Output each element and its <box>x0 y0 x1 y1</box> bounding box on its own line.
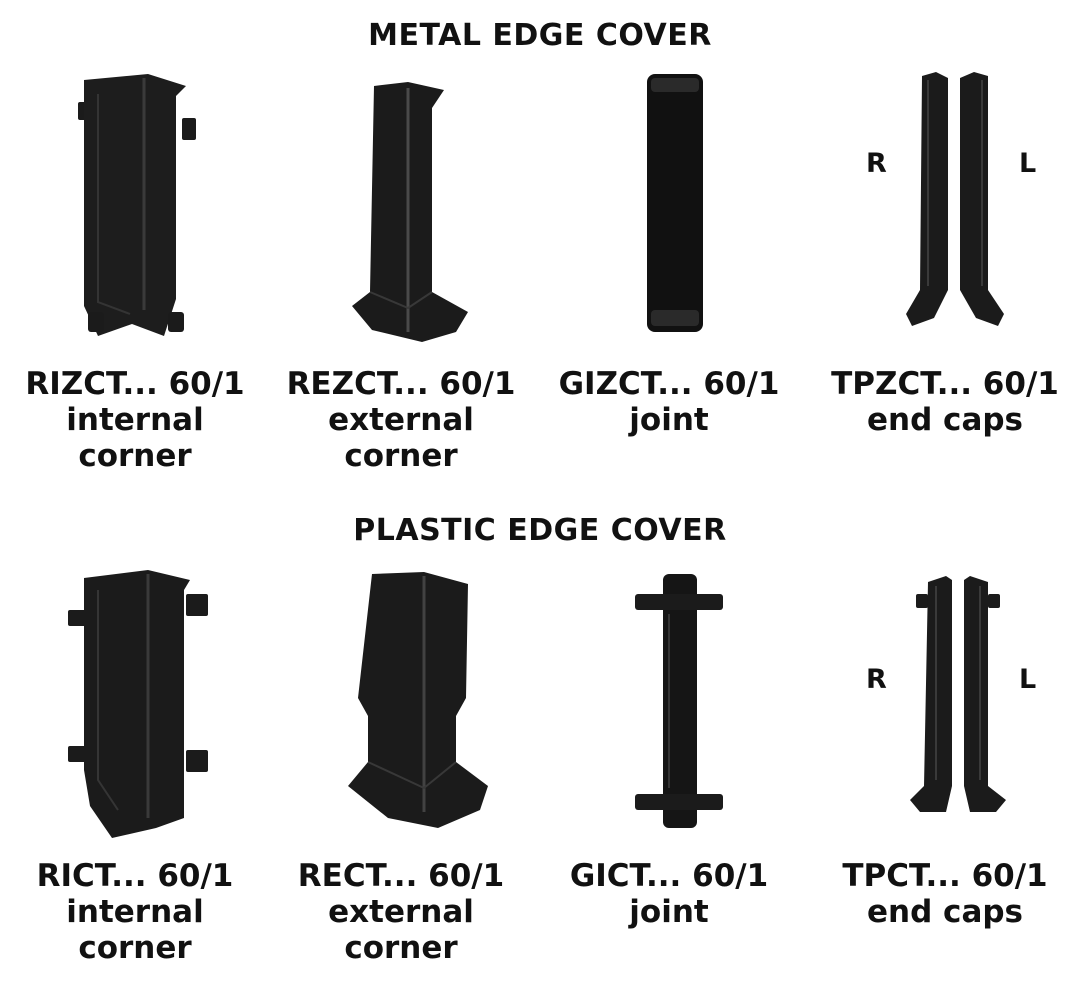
product-desc: external <box>328 894 474 930</box>
product-code: RICT... 60/1 <box>36 858 234 894</box>
plastic-end-cap-right-mark: R <box>866 664 887 695</box>
product-desc: joint <box>629 894 709 930</box>
metal-joint-caption: GIZCT... 60/1 joint <box>534 366 804 438</box>
plastic-joint-icon <box>635 574 725 828</box>
product-code: TPCT... 60/1 <box>842 858 1048 894</box>
plastic-external-corner-icon <box>348 572 490 828</box>
product-code: REZCT... 60/1 <box>286 366 516 402</box>
plastic-joint-caption: GICT... 60/1 joint <box>534 858 804 930</box>
plastic-end-caps-caption: TPCT... 60/1 end caps <box>810 858 1080 930</box>
product-desc: end caps <box>866 402 1023 438</box>
metal-external-corner-caption: REZCT... 60/1 external corner <box>266 366 536 474</box>
product-desc: joint <box>629 402 709 438</box>
product-desc: internal <box>66 402 204 438</box>
metal-end-caps-icon <box>904 72 1008 330</box>
product-code: GIZCT... 60/1 <box>558 366 780 402</box>
metal-external-corner-icon <box>352 82 470 344</box>
product-desc: corner <box>78 438 192 474</box>
metal-internal-corner-icon <box>78 74 198 342</box>
metal-end-cap-right-mark: R <box>866 148 887 179</box>
plastic-end-caps-icon <box>906 576 1010 816</box>
product-desc: external <box>328 402 474 438</box>
metal-section-title: METAL EDGE COVER <box>368 18 712 53</box>
product-desc: corner <box>344 930 458 966</box>
product-code: TPZCT... 60/1 <box>831 366 1059 402</box>
plastic-section-title: PLASTIC EDGE COVER <box>353 513 727 548</box>
product-desc: internal <box>66 894 204 930</box>
plastic-internal-corner-caption: RICT... 60/1 internal corner <box>0 858 270 966</box>
metal-joint-icon <box>645 74 707 332</box>
plastic-internal-corner-icon <box>68 570 210 840</box>
product-code: GICT... 60/1 <box>569 858 769 894</box>
product-code: RIZCT... 60/1 <box>25 366 245 402</box>
metal-end-cap-left-mark: L <box>1019 148 1037 179</box>
product-desc: corner <box>344 438 458 474</box>
product-code: RECT... 60/1 <box>297 858 505 894</box>
plastic-external-corner-caption: RECT... 60/1 external corner <box>266 858 536 966</box>
metal-internal-corner-caption: RIZCT... 60/1 internal corner <box>0 366 270 474</box>
product-desc: end caps <box>866 894 1023 930</box>
product-desc: corner <box>78 930 192 966</box>
plastic-end-cap-left-mark: L <box>1019 664 1037 695</box>
metal-end-caps-caption: TPZCT... 60/1 end caps <box>810 366 1080 438</box>
